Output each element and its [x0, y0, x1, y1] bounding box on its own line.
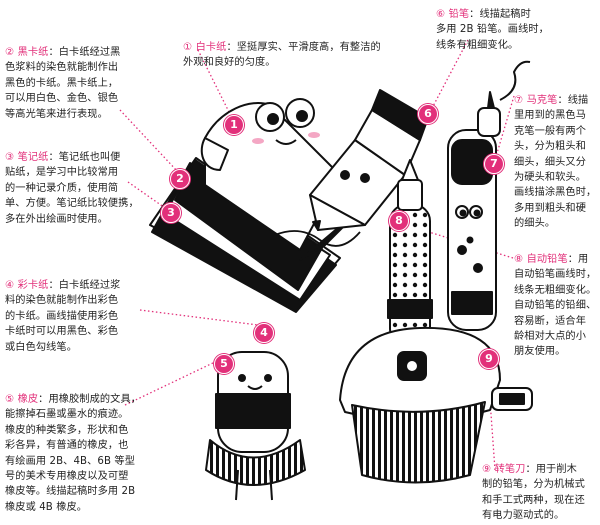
marker-5: 5: [214, 354, 234, 374]
annotation-eraser: ⑤ 橡皮：用橡胶制成的文具， 能擦掉石墨或墨水的痕迹。 橡皮的种类繁多，形状和色…: [5, 394, 142, 513]
leader-lines: [119, 39, 515, 471]
annotation-marker: ⑦ 马克笔：线描 里用到的黑色马 克笔一般有两个 头，分为粗头和 细头，细头又分…: [514, 95, 597, 230]
paper-face: [252, 98, 320, 145]
marker-3: 3: [161, 203, 181, 223]
marker-art: [447, 60, 531, 331]
annotation-num: ⑦: [514, 95, 524, 106]
annotation-title: 白卡纸: [195, 42, 227, 53]
drawn-line: [274, 230, 361, 247]
annotation-white-card: ① 白卡纸：坚挺厚实、平滑度高，有整洁的 外观和良好的匀度。: [183, 42, 381, 69]
eraser-art: [205, 351, 306, 501]
marker-7: 7: [484, 154, 504, 174]
sharpener-art: [339, 326, 533, 484]
marker-1: 1: [224, 115, 244, 135]
annotation-title: 黑卡纸: [17, 47, 49, 58]
annotation-num: ④: [5, 280, 15, 291]
annotation-pencil: ⑥ 铅笔：线描起稿时 多用 2B 铅笔。画线时， 线条有粗细变化。: [436, 9, 549, 51]
annotation-num: ②: [5, 47, 15, 58]
annotation-title: 彩卡纸: [17, 280, 49, 291]
marker-8: 8: [389, 211, 409, 231]
annotation-title: 转笔刀: [494, 464, 526, 475]
annotation-title: 橡皮: [17, 394, 39, 405]
marker-9: 9: [479, 349, 499, 369]
mechanical-pencil-art: [387, 159, 433, 346]
annotation-num: ⑥: [436, 9, 446, 20]
annotation-num: ⑤: [5, 394, 15, 405]
annotation-num: ③: [5, 152, 15, 163]
annotation-title: 笔记纸: [17, 152, 49, 163]
annotation-title: 铅笔: [448, 9, 470, 20]
annotation-black-card: ② 黑卡纸：白卡纸经过黑 色浆料的染色就能制作出 黑色的卡纸。黑卡纸上， 可以用…: [5, 47, 121, 120]
annotation-title: 马克笔: [526, 95, 558, 106]
annotation-color-card: ④ 彩卡纸：白卡纸经过浆 料的染色就能制作出彩色 的卡纸。画线描使用彩色 卡纸时…: [5, 280, 121, 353]
annotation-note-paper: ③ 笔记纸：笔记纸也叫便 贴纸，是学习中比较常用 的一种记录介质，使用简 单、方…: [5, 152, 139, 225]
annotation-title: 自动铅笔: [526, 254, 568, 265]
marker-4: 4: [254, 323, 274, 343]
marker-6: 6: [418, 104, 438, 124]
annotation-sharpener: ⑨ 转笔刀：用于削木 制的铅笔，分为机械式 和手工式两种，现在还 有电力驱动式的…: [482, 464, 585, 522]
annotation-num: ⑧: [514, 254, 524, 265]
marker-2: 2: [170, 169, 190, 189]
annotation-num: ⑨: [482, 464, 492, 475]
annotation-num: ①: [183, 42, 193, 53]
annotation-mechanical-pencil: ⑧ 自动铅笔：用 自动铅笔画线时， 线条无粗细变化。 自动铅笔的铅细、 容易断，…: [514, 254, 597, 358]
